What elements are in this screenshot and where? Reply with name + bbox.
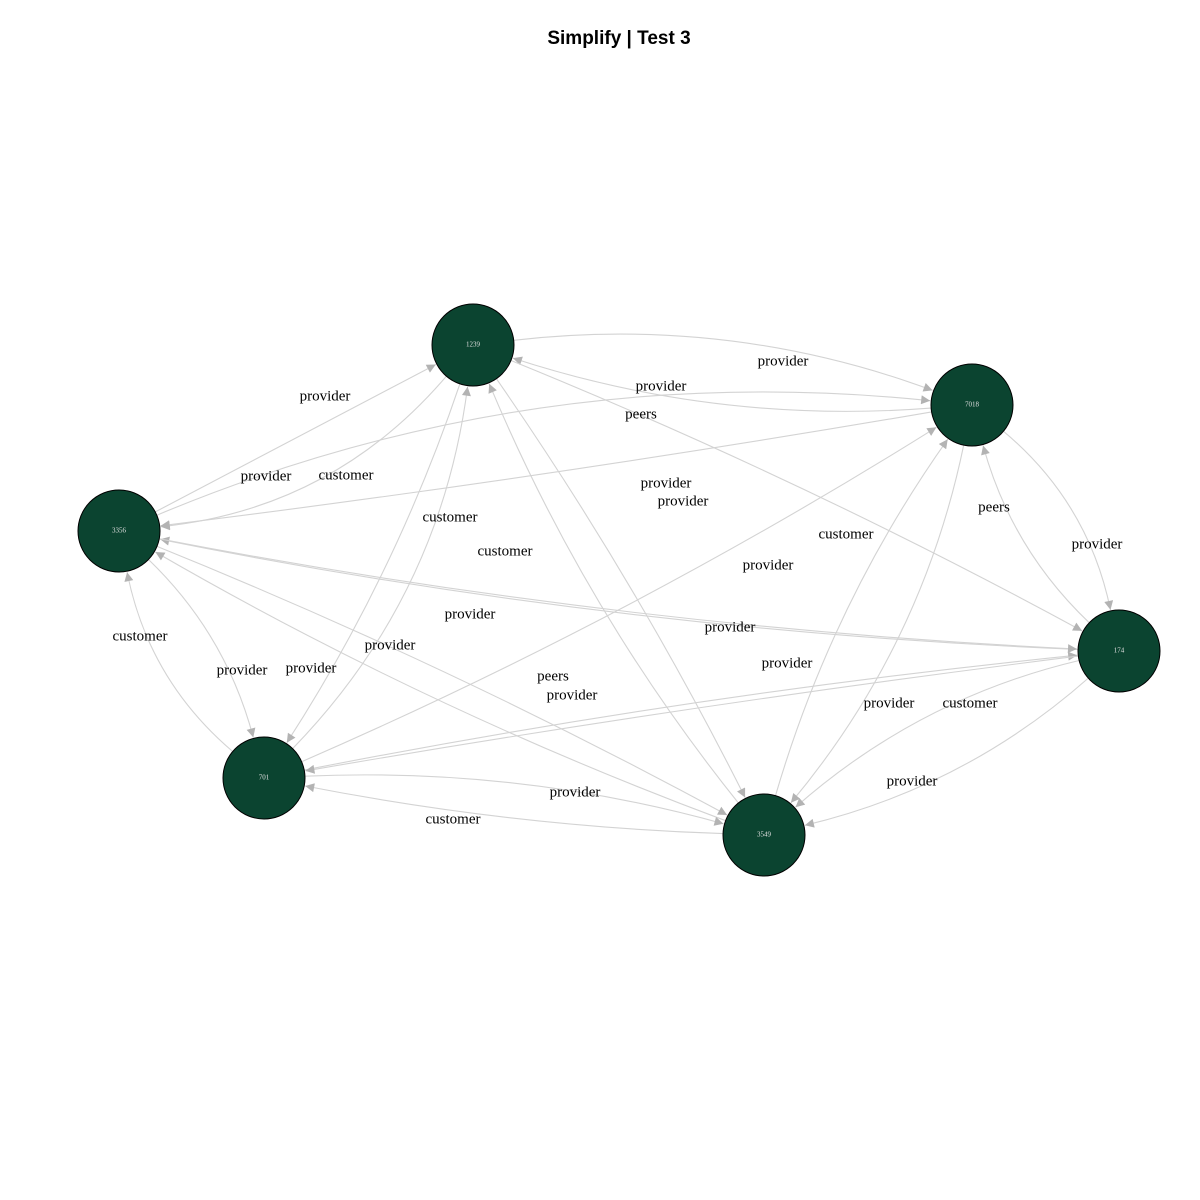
edge-label: customer xyxy=(113,628,168,644)
edge-3549-to-3356 xyxy=(155,551,726,822)
edge-3356-to-1239 xyxy=(155,364,437,513)
edge-label: provider xyxy=(1072,536,1123,552)
edge-701-to-174 xyxy=(304,651,1078,771)
edge-label: provider xyxy=(864,695,915,711)
edge-label: provider xyxy=(217,662,268,678)
edge-701-to-3356 xyxy=(124,572,234,752)
edge-label: provider xyxy=(365,637,416,653)
node-label: 1239 xyxy=(466,341,481,349)
edge-label: provider xyxy=(658,493,709,509)
node-circle xyxy=(930,363,1014,447)
node-circle xyxy=(431,303,515,387)
edge-1239-to-174 xyxy=(510,359,1083,632)
node-label: 7018 xyxy=(965,401,980,409)
edge-label: customer xyxy=(478,543,533,559)
edge-1239-to-701 xyxy=(286,383,461,743)
node-3356: 3356 xyxy=(77,489,161,573)
edge-label: peers xyxy=(978,499,1010,515)
edge-174-to-3356 xyxy=(160,536,1079,650)
node-label: 174 xyxy=(1114,647,1125,655)
edge-174-to-3549 xyxy=(804,677,1089,828)
node-174: 174 xyxy=(1077,609,1161,693)
edge-label: provider xyxy=(762,655,813,671)
edge-701-to-3549 xyxy=(304,774,724,826)
node-circle xyxy=(722,793,806,877)
page-title: Simplify | Test 3 xyxy=(547,28,691,49)
edge-label: provider xyxy=(705,619,756,635)
edge-label: provider xyxy=(758,353,809,369)
node-circle xyxy=(77,489,161,573)
edge-labels-layer: provider provider peers provider provider cus… xyxy=(113,353,1123,827)
node-3549: 3549 xyxy=(722,793,806,877)
edge-7018-to-3549 xyxy=(790,444,965,804)
edge-label: customer xyxy=(819,526,874,542)
edge-3549-to-7018 xyxy=(774,438,949,796)
edge-3356-to-174 xyxy=(159,538,1078,654)
edge-label: peers xyxy=(537,668,569,684)
node-circle xyxy=(1077,609,1161,693)
edge-label: customer xyxy=(319,467,374,483)
edge-label: provider xyxy=(641,475,692,491)
node-circle xyxy=(222,736,306,820)
edge-label: provider xyxy=(241,468,292,484)
edge-174-to-7018 xyxy=(981,445,1090,624)
edge-3356-to-7018 xyxy=(156,391,931,516)
edge-1239-to-3549 xyxy=(495,378,746,798)
nodes-layer: 1239 7018 3356 174 701 3549 xyxy=(77,303,1161,877)
node-701: 701 xyxy=(222,736,306,820)
edge-label: provider xyxy=(743,557,794,573)
node-7018: 7018 xyxy=(930,363,1014,447)
edge-3356-to-3549 xyxy=(156,545,728,816)
edge-label: provider xyxy=(445,606,496,622)
edge-label: customer xyxy=(426,811,481,827)
edge-3356-to-701 xyxy=(148,559,256,738)
edge-label: customer xyxy=(943,695,998,711)
edge-label: peers xyxy=(625,406,657,422)
edge-label: customer xyxy=(423,509,478,525)
edge-7018-to-3356 xyxy=(160,411,932,530)
node-1239: 1239 xyxy=(431,303,515,387)
edge-label: provider xyxy=(550,784,601,800)
edge-label: provider xyxy=(636,378,687,394)
edge-7018-to-174 xyxy=(1003,430,1114,611)
node-label: 3549 xyxy=(757,831,772,839)
node-label: 3356 xyxy=(112,527,127,535)
edge-174-to-701 xyxy=(305,655,1079,774)
node-label: 701 xyxy=(259,774,270,782)
edge-701-to-7018 xyxy=(301,426,937,763)
edge-label: provider xyxy=(547,687,598,703)
edge-174-to-3549 xyxy=(795,659,1080,808)
edges-layer xyxy=(124,333,1114,835)
edge-7018-to-1239 xyxy=(512,356,932,412)
edge-3549-to-1239 xyxy=(488,383,739,804)
edge-3549-to-701 xyxy=(305,783,724,835)
edge-1239-to-7018 xyxy=(513,333,933,392)
edge-label: provider xyxy=(300,388,351,404)
edge-label: provider xyxy=(286,660,337,676)
edge-label: provider xyxy=(887,773,938,789)
